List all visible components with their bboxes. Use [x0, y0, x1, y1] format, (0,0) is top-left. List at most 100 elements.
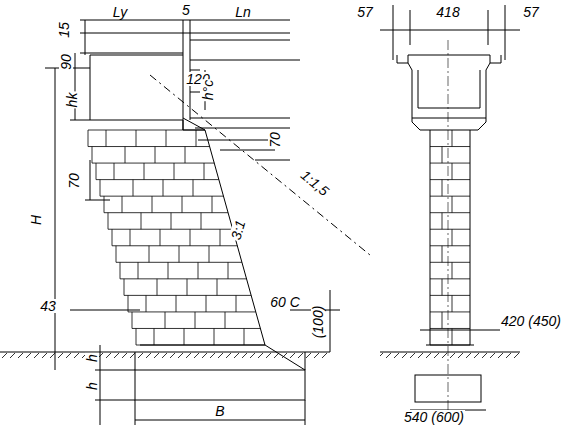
- masonry-joint: [430, 179, 470, 180]
- masonry-joint: [442, 147, 443, 164]
- masonry-joint: [214, 328, 215, 345]
- masonry-joint: [144, 163, 145, 180]
- masonry-joint: [154, 328, 155, 345]
- dimension-label: 57: [356, 5, 374, 19]
- masonry-joint: [430, 163, 470, 164]
- masonry-joint: [120, 262, 121, 279]
- masonry-joint: [88, 130, 89, 147]
- masonry-joint: [128, 295, 129, 312]
- masonry-joint: [442, 279, 443, 296]
- masonry-joint: [209, 246, 210, 263]
- masonry-joint: [96, 179, 219, 180]
- masonry-joint: [92, 163, 214, 164]
- masonry-joint: [201, 213, 202, 230]
- masonry-joint: [133, 180, 134, 197]
- dimension-label: 1:1,5: [298, 167, 332, 199]
- dimension-label: 5: [181, 3, 191, 17]
- masonry-joint: [196, 130, 197, 147]
- dimension-label: 540 (600): [403, 410, 465, 424]
- masonry-joint: [136, 130, 137, 147]
- masonry-joint: [217, 279, 218, 296]
- masonry-joint: [141, 213, 142, 230]
- masonry-joint: [92, 147, 93, 164]
- masonry-joint: [430, 146, 470, 147]
- dimension-label: 70: [67, 172, 81, 190]
- masonry-joint: [174, 163, 175, 180]
- masonry-joint: [184, 328, 185, 345]
- dimension-label: h: [85, 381, 99, 391]
- masonry-joint: [125, 147, 126, 164]
- masonry-joint: [136, 328, 137, 345]
- masonry-joint: [182, 196, 183, 213]
- masonry-joint: [212, 196, 213, 213]
- dimension-label: h: [85, 353, 99, 363]
- dimension-label: 57: [522, 5, 540, 19]
- masonry-joint: [452, 229, 453, 246]
- masonry-joint: [128, 311, 256, 312]
- masonry-joint: [442, 312, 443, 329]
- masonry-joint: [88, 130, 205, 131]
- masonry-joint: [152, 196, 153, 213]
- dimension-label: 70: [268, 131, 282, 149]
- masonry-joint: [116, 246, 117, 263]
- masonry-joint: [442, 246, 443, 263]
- masonry-joint: [163, 180, 164, 197]
- masonry-joint: [190, 229, 191, 246]
- dimension-label: Ln: [234, 5, 252, 19]
- dimension-label: H: [29, 214, 43, 226]
- masonry-joint: [124, 295, 251, 296]
- masonry-joint: [228, 262, 229, 279]
- masonry-joint: [168, 262, 169, 279]
- masonry-joint: [130, 229, 131, 246]
- masonry-joint: [112, 245, 237, 246]
- masonry-joint: [430, 245, 470, 246]
- masonry-joint: [138, 262, 139, 279]
- dimension-label: 418: [435, 5, 460, 19]
- masonry-joint: [100, 180, 101, 197]
- masonry-joint: [452, 262, 453, 279]
- masonry-joint: [104, 196, 105, 213]
- dimension-label: Ly: [112, 5, 129, 19]
- masonry-joint: [204, 163, 205, 180]
- masonry-joint: [430, 262, 470, 263]
- dimension-label: 3:1: [228, 218, 248, 243]
- masonry-joint: [157, 279, 158, 296]
- dimension-label: 43: [39, 299, 57, 313]
- masonry-joint: [166, 130, 167, 147]
- dimension-label: 90: [59, 53, 73, 71]
- masonry-joint: [122, 196, 123, 213]
- masonry-joint: [195, 312, 196, 329]
- masonry-joint: [171, 213, 172, 230]
- masonry-joint: [430, 328, 470, 329]
- masonry-joint: [132, 312, 133, 329]
- masonry-joint: [193, 180, 194, 197]
- masonry-joint: [430, 196, 470, 197]
- masonry-joint: [149, 246, 150, 263]
- dimension-label: hk: [65, 92, 79, 109]
- masonry-joint: [442, 180, 443, 197]
- masonry-joint: [136, 345, 265, 346]
- dimension-label: 60 C: [269, 295, 301, 309]
- masonry-joint: [206, 295, 207, 312]
- masonry-joint: [452, 328, 453, 345]
- masonry-joint: [176, 295, 177, 312]
- masonry-joint: [132, 328, 260, 329]
- masonry-joint: [124, 279, 125, 296]
- masonry-joint: [155, 147, 156, 164]
- masonry-joint: [146, 295, 147, 312]
- masonry-joint: [108, 213, 109, 230]
- masonry-joint: [96, 163, 97, 180]
- masonry-joint: [104, 212, 228, 213]
- masonry-joint: [106, 130, 107, 147]
- masonry-joint: [187, 279, 188, 296]
- masonry-joint: [185, 147, 186, 164]
- masonry-joint: [452, 196, 453, 213]
- masonry-joint: [179, 246, 180, 263]
- masonry-joint: [430, 311, 470, 312]
- masonry-joint: [430, 212, 470, 213]
- masonry-joint: [160, 229, 161, 246]
- masonry-joint: [225, 312, 226, 329]
- masonry-joint: [452, 295, 453, 312]
- masonry-joint: [112, 229, 113, 246]
